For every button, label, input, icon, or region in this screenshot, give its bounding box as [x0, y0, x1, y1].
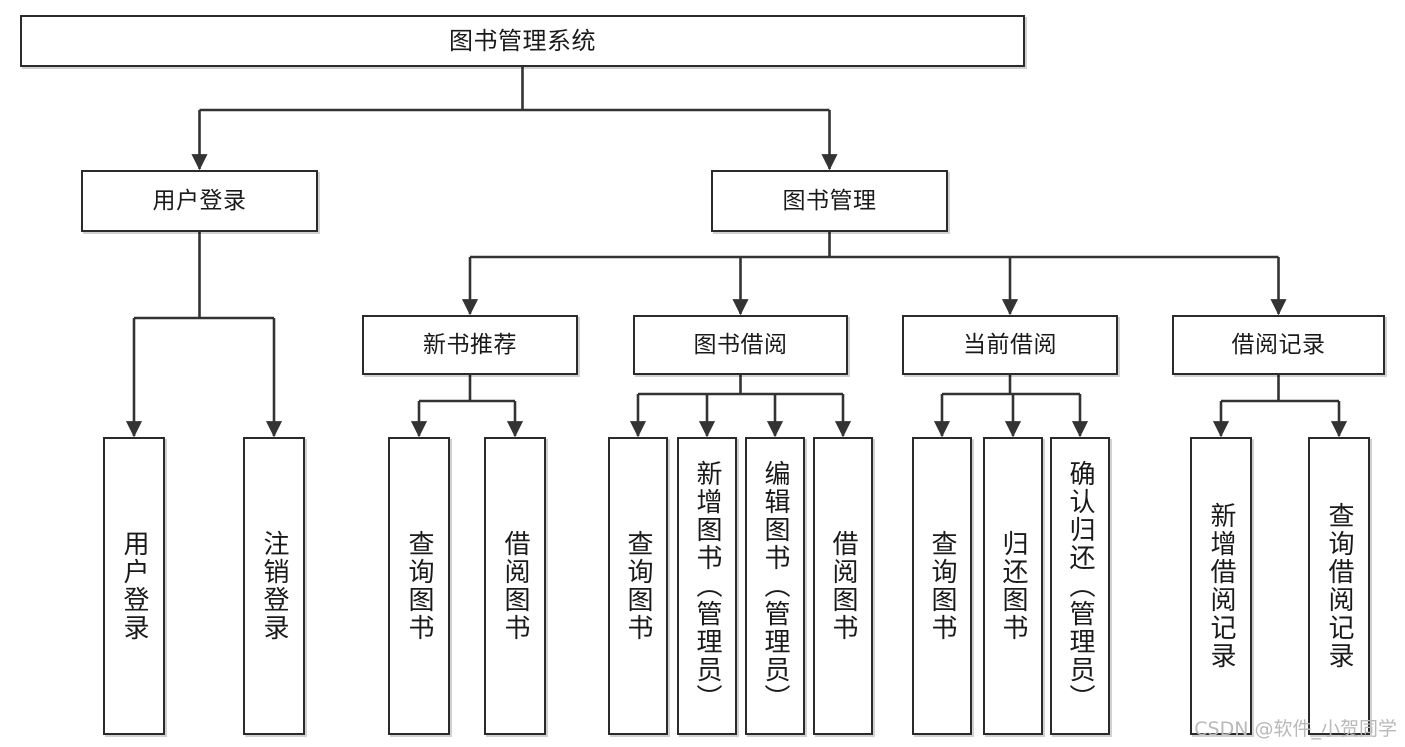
- node-leaf-confirm-return[interactable]: 确认归还（管理员）: [1050, 437, 1110, 735]
- node-leaf-borrow-book-2[interactable]: 借阅图书: [813, 437, 873, 735]
- node-label: 编辑图书（管理员）: [760, 460, 791, 712]
- node-label: 图书借阅: [693, 331, 788, 358]
- node-label: 当前借阅: [963, 331, 1057, 358]
- node-user-login[interactable]: 用户登录: [81, 170, 318, 232]
- node-borrow-record[interactable]: 借阅记录: [1172, 315, 1385, 375]
- node-leaf-query-book-2[interactable]: 查询图书: [608, 437, 668, 735]
- node-leaf-query-record[interactable]: 查询借阅记录: [1308, 437, 1370, 735]
- node-label: 查询图书: [623, 530, 654, 642]
- node-leaf-add-book[interactable]: 新增图书（管理员）: [677, 437, 737, 735]
- node-label: 新增借阅记录: [1206, 502, 1237, 670]
- node-current-borrow[interactable]: 当前借阅: [902, 315, 1118, 375]
- node-label: 图书管理: [782, 187, 877, 214]
- node-label: 查询图书: [927, 530, 958, 642]
- node-root[interactable]: 图书管理系统: [20, 15, 1025, 67]
- node-label: 归还图书: [998, 530, 1029, 642]
- node-label: 图书管理系统: [449, 27, 596, 55]
- node-leaf-return-book[interactable]: 归还图书: [983, 437, 1043, 735]
- node-leaf-edit-book[interactable]: 编辑图书（管理员）: [745, 437, 805, 735]
- node-leaf-borrow-book-1[interactable]: 借阅图书: [484, 437, 546, 735]
- node-leaf-query-book-3[interactable]: 查询图书: [912, 437, 972, 735]
- node-label: 确认归还（管理员）: [1065, 460, 1096, 712]
- node-leaf-user-login[interactable]: 用户登录: [103, 437, 165, 735]
- csdn-watermark: CSDN @软件_小贺同学: [1194, 718, 1397, 740]
- node-label: 用户登录: [119, 530, 150, 642]
- node-label: 借阅图书: [828, 530, 859, 642]
- node-label: 借阅记录: [1231, 331, 1326, 358]
- node-label: 查询图书: [404, 530, 435, 642]
- node-label: 新增图书（管理员）: [692, 460, 723, 712]
- node-label: 查询借阅记录: [1324, 502, 1355, 670]
- node-book-borrow[interactable]: 图书借阅: [633, 315, 848, 375]
- node-leaf-query-book-1[interactable]: 查询图书: [388, 437, 450, 735]
- node-leaf-logout-login[interactable]: 注销登录: [243, 437, 305, 735]
- node-leaf-add-record[interactable]: 新增借阅记录: [1190, 437, 1252, 735]
- node-label: 用户登录: [152, 187, 247, 214]
- node-new-book-rec[interactable]: 新书推荐: [362, 315, 578, 375]
- node-book-manage[interactable]: 图书管理: [711, 170, 948, 232]
- node-label: 新书推荐: [423, 331, 517, 358]
- node-label: 注销登录: [259, 530, 290, 642]
- node-label: 借阅图书: [500, 530, 531, 642]
